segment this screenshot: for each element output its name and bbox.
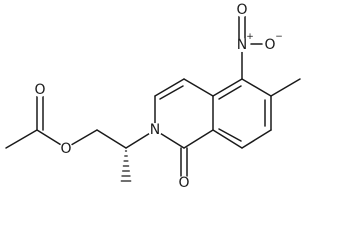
- bond-c4a-c4: [183, 78, 214, 97]
- bond-c5-c4a-inner: [218, 85, 242, 100]
- svg-text:O: O: [60, 141, 71, 157]
- bond-layer: [5, 15, 301, 182]
- atom-n-ring: N: [148, 122, 162, 138]
- atom-o-acetyl: O: [33, 82, 47, 98]
- bond-acetyl-methyl: [5, 129, 38, 149]
- bond-c8-c7: [241, 129, 272, 149]
- atom-o-ester: O: [59, 141, 73, 157]
- bond-c4-c3-inner: [159, 85, 184, 100]
- svg-text:O: O: [34, 82, 45, 98]
- svg-text:N: N: [150, 122, 160, 138]
- hashed-wedge-methyl: [120, 150, 132, 182]
- atom-n-nitro: N +: [235, 32, 254, 53]
- atom-o-nitro-right: O −: [263, 32, 283, 53]
- atom-label-layer: O O N O N + O O −: [33, 2, 283, 191]
- bond-c8a-c8: [212, 129, 243, 149]
- charge-minus: −: [275, 32, 283, 42]
- atom-o-nitro-top: O: [235, 2, 249, 18]
- chemical-structure-diagram: O O N O N + O O −: [5, 2, 301, 191]
- bond-c6-c5: [241, 78, 272, 97]
- svg-text:N: N: [237, 37, 247, 53]
- bond-c4-c3-double: [154, 78, 185, 97]
- bond-c6-methyl: [270, 78, 301, 97]
- charge-plus: +: [246, 32, 254, 42]
- bond-ch2-chiral: [96, 129, 127, 149]
- atom-o-carbonyl: O: [177, 175, 191, 191]
- bond-c1-c8a: [183, 129, 214, 149]
- bond-c8a-c8-inner: [218, 128, 242, 142]
- bond-c5-c4a: [212, 78, 243, 97]
- svg-text:O: O: [236, 2, 247, 18]
- svg-text:O: O: [178, 175, 189, 191]
- svg-text:O: O: [264, 37, 275, 53]
